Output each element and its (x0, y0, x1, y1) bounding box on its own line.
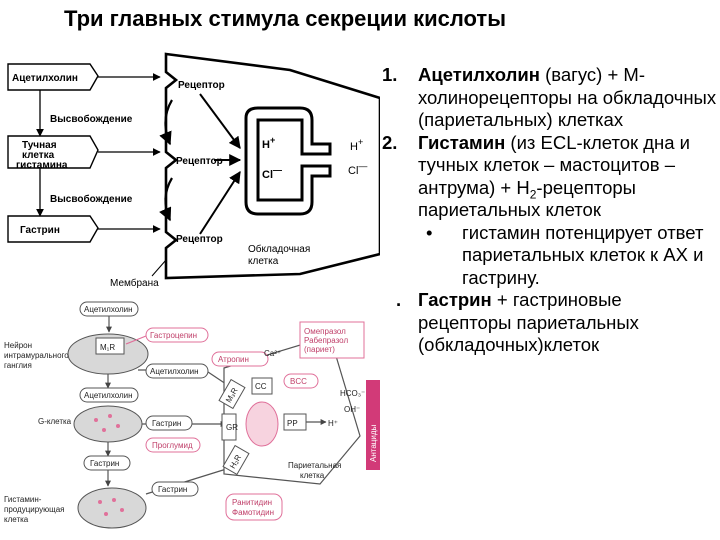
cl-minus-label: Cl— (262, 165, 282, 181)
receptor-label-3: Рецептор (176, 234, 223, 245)
acetylcholine-box: Ацетилхолин (7, 63, 99, 91)
h-plus-bottom-label: H⁺ (328, 419, 338, 428)
list-item-histamine: 2. Гистамин (из ECL-клеток дна и тучных … (382, 132, 718, 222)
receptor-label-1: Рецептор (178, 80, 225, 91)
g-cell (73, 405, 143, 443)
gastrin-c-label: Гастрин (158, 485, 187, 494)
parietal-cell-outline (164, 52, 380, 280)
histamine-term: Гистамин (418, 131, 506, 153)
neuron-label-2: интрамурального (4, 351, 69, 360)
histamine-producing-label-3: клетка (4, 515, 29, 524)
gastrin-a-label: Гастрин (90, 459, 119, 468)
ach-top-label: Ацетилхолин (84, 305, 133, 314)
gr-label: GR (226, 423, 238, 432)
potentiation-text: гистамин потенцирует ответ париетальных … (462, 221, 704, 288)
mast-cell-box: Тучная клетка гистамина (7, 135, 99, 171)
parietal-cell-label-2: клетка (248, 256, 279, 267)
neuron-label-1: Нейрон (4, 341, 32, 350)
neuron-label-3: ганглия (4, 361, 32, 370)
parietal-bottom-label-2: клетка (300, 471, 325, 480)
histamine-description-a: (из ECL-клеток дна и тучных клеток – мас… (418, 131, 691, 198)
cc-label: CC (255, 382, 267, 391)
omeprazole-label-2: Рабепразол (304, 336, 348, 345)
ranitidine-label-2: Фамотидин (232, 508, 274, 517)
histamine-producing-cell (77, 487, 147, 529)
gastrin-term: Гастрин (418, 289, 492, 310)
ranitidine-label-1: Ранитидин (232, 498, 272, 507)
histamine-description-b: -рецепторы париетальных клеток (418, 176, 636, 221)
receptor-label-2: Рецептор (176, 156, 223, 167)
gastrocepin-label: Гастроцепин (150, 331, 197, 340)
page-title: Три главных стимула секреции кислоты (64, 6, 506, 31)
list-item-acetylcholine: 1. Ацетилхолин (вагус) + М-холинорецепто… (382, 64, 718, 132)
oh-label: OH⁻ (344, 405, 360, 414)
acid-secretion-diagram: Ацетилхолин Высвобождение Тучная клетка … (7, 52, 380, 289)
atropine-label: Атропин (218, 355, 249, 364)
release-label-2: Высвобождение (50, 193, 133, 205)
histamine-producing-label-2: продуцирующая (4, 505, 65, 514)
ca-label: Ca²⁺ (264, 349, 281, 358)
secretion-regulation-diagram: Ацетилхолин M₁R Гастроцепин Нейрон интра… (4, 301, 380, 529)
pp-label: PP (287, 419, 298, 428)
acetylcholine-term: Ацетилхолин (418, 64, 540, 85)
gastrin-b-label: Гастрин (152, 419, 181, 428)
omeprazole-label-1: Омепразол (304, 327, 346, 336)
release-label-1: Высвобождение (50, 113, 133, 125)
secretion-stimuli-list: 1. Ацетилхолин (вагус) + М-холинорецепто… (382, 64, 718, 357)
canaliculus (244, 106, 332, 216)
list-subitem-histamine-potentiation: • гистамин потенцирует ответ париетальны… (382, 222, 718, 290)
h-plus-label: H+ (262, 135, 275, 151)
cl-out-label: Cl— (348, 161, 367, 177)
acetylcholine-description: (вагус) + М-холинорецепторы на обкладочн… (418, 64, 717, 130)
list-item-gastrin: . Гастрин + гастриновые рецепторы париет… (382, 289, 718, 357)
list-number-2: 2. (382, 131, 398, 153)
bcc-label: BCC (290, 377, 307, 386)
ach-lower-label: Ацетилхолин (84, 391, 133, 400)
omeprazole-label-3: (париет) (304, 345, 335, 354)
parietal-cell-label-1: Обкладочная (248, 243, 310, 255)
list-number-1: 1. (382, 64, 398, 85)
proglumide-label: Проглумид (152, 441, 193, 450)
mast-cell-label-3: гистамина (16, 160, 68, 171)
membrane-label: Мембрана (110, 277, 159, 289)
antacids-label: Антациды (369, 425, 378, 462)
gastrin-description: + гастриновые рецепторы париетальных (об… (418, 289, 639, 355)
gastrin-box: Гастрин (7, 215, 99, 243)
mast-cell-label-1: Тучная (22, 140, 57, 151)
parietal-bottom-label-1: Париетальная (288, 461, 341, 470)
m1r-label: M₁R (100, 343, 115, 352)
bullet-icon: • (426, 221, 433, 243)
h-out-label: H+ (350, 137, 363, 153)
h2-subscript: 2 (529, 187, 537, 202)
list-number-3: . (396, 289, 402, 310)
g-cell-label: G-клетка (38, 417, 72, 426)
histamine-producing-label-1: Гистамин- (4, 495, 42, 504)
ach-mid-label: Ацетилхолин (150, 367, 199, 376)
gastrin-label: Гастрин (20, 225, 60, 236)
antacids-bar (366, 380, 380, 470)
mast-cell-label-2: клетка (22, 150, 55, 161)
hco3-label: HCO₃⁻ (340, 389, 365, 398)
acetylcholine-label: Ацетилхолин (12, 73, 78, 84)
